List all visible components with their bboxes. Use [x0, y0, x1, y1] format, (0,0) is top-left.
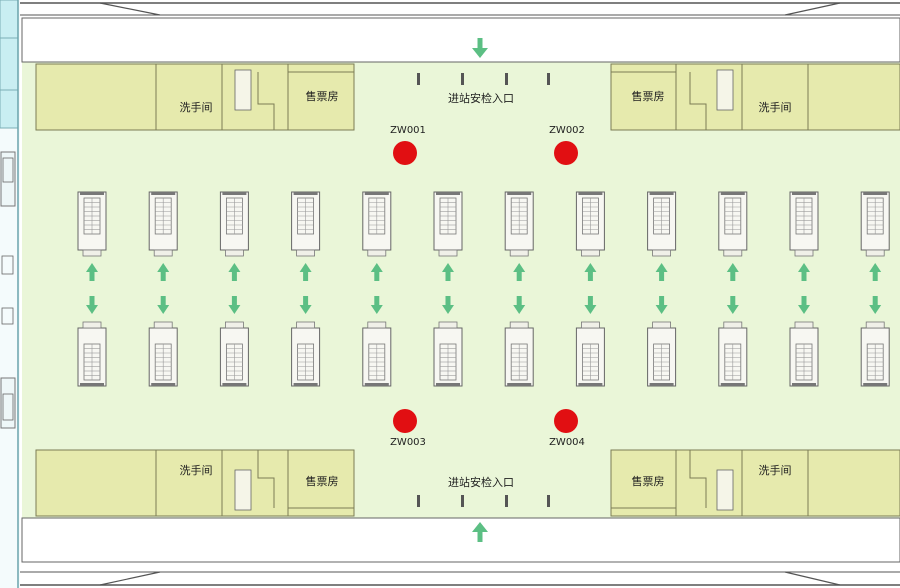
flow-arrow-up — [869, 263, 882, 281]
camera-label-zw002: ZW002 — [549, 125, 585, 136]
washroom-label-top-left: 洗手间 — [180, 100, 213, 114]
ticket-gate — [575, 321, 605, 387]
top-corridor — [0, 2, 900, 63]
washroom-label-bottom-left: 洗手间 — [180, 463, 213, 477]
ticket-gate — [219, 191, 249, 257]
room-block-bottom-right — [610, 449, 900, 517]
flow-arrow-down — [228, 296, 241, 314]
flow-arrow-down — [513, 296, 526, 314]
room-block-bottom-left — [35, 449, 355, 517]
ticket-gates — [77, 191, 890, 387]
entrance-arrow-bottom — [472, 522, 488, 542]
flow-arrow-up — [157, 263, 170, 281]
flow-arrow-down — [584, 296, 597, 314]
ticket-office-label-top-left: 售票房 — [306, 89, 339, 103]
flow-arrow-down — [86, 296, 98, 314]
camera-label-zw003: ZW003 — [390, 437, 426, 448]
flow-arrow-up — [513, 263, 526, 281]
camera-marker-zw003[interactable] — [393, 409, 417, 433]
ticket-gate — [77, 191, 107, 257]
flow-arrow-up — [86, 263, 98, 281]
camera-marker-zw002[interactable] — [554, 141, 578, 165]
flow-arrow-down — [157, 296, 170, 314]
flow-arrow-up — [584, 263, 597, 281]
ticket-gate — [362, 321, 392, 387]
ticket-gate — [219, 321, 249, 387]
flow-arrow-up — [655, 263, 668, 281]
room-block-top-left — [35, 63, 355, 131]
entrance-posts-top — [417, 73, 550, 85]
ticket-office-label-bottom-left: 售票房 — [306, 474, 339, 488]
flow-arrow-up — [228, 263, 241, 281]
flow-arrow-up — [299, 263, 312, 281]
flow-arrow-up — [442, 263, 454, 281]
camera-marker-zw001[interactable] — [393, 141, 417, 165]
camera-label-zw001: ZW001 — [390, 125, 426, 136]
ticket-gate — [860, 321, 890, 387]
ticket-gate — [718, 321, 748, 387]
ticket-gate — [433, 321, 463, 387]
flow-arrow-down — [798, 296, 810, 314]
ticket-gate — [148, 321, 178, 387]
entrance-label-top: 进站安检入口 — [448, 91, 514, 105]
camera-marker-zw004[interactable] — [554, 409, 578, 433]
left-side-panel — [0, 0, 20, 588]
ticket-gate — [789, 191, 819, 257]
room-block-top-right — [610, 63, 900, 131]
flow-arrow-down — [299, 296, 312, 314]
flow-arrow-down — [869, 296, 882, 314]
concourse-floor — [22, 62, 900, 518]
ticket-office-label-top-right: 售票房 — [632, 89, 665, 103]
entrance-posts-bottom — [417, 495, 550, 507]
flow-arrow-up — [798, 263, 810, 281]
ticket-gate — [647, 191, 677, 257]
flow-arrow-up — [726, 263, 739, 281]
flow-arrow-down — [442, 296, 454, 314]
ticket-gate — [291, 321, 321, 387]
entrance-label-bottom: 进站安检入口 — [448, 475, 514, 489]
entrance-arrow-top — [472, 38, 488, 58]
ticket-gate — [647, 321, 677, 387]
camera-label-zw004: ZW004 — [549, 437, 585, 448]
ticket-gate — [77, 321, 107, 387]
flow-arrow-down — [655, 296, 668, 314]
ticket-gate — [291, 191, 321, 257]
ticket-gate — [433, 191, 463, 257]
ticket-gate — [362, 191, 392, 257]
flow-arrow-down — [370, 296, 383, 314]
ticket-gate — [148, 191, 178, 257]
ticket-gate — [860, 191, 890, 257]
flow-arrow-down — [726, 296, 739, 314]
washroom-label-top-right: 洗手间 — [759, 100, 792, 114]
ticket-gate — [575, 191, 605, 257]
washroom-label-bottom-right: 洗手间 — [759, 463, 792, 477]
ticket-office-label-bottom-right: 售票房 — [632, 474, 665, 488]
flow-arrow-up — [370, 263, 383, 281]
ticket-gate — [789, 321, 819, 387]
bottom-corridor — [0, 517, 900, 586]
ticket-gate — [718, 191, 748, 257]
ticket-gate — [504, 321, 534, 387]
ticket-gate — [504, 191, 534, 257]
